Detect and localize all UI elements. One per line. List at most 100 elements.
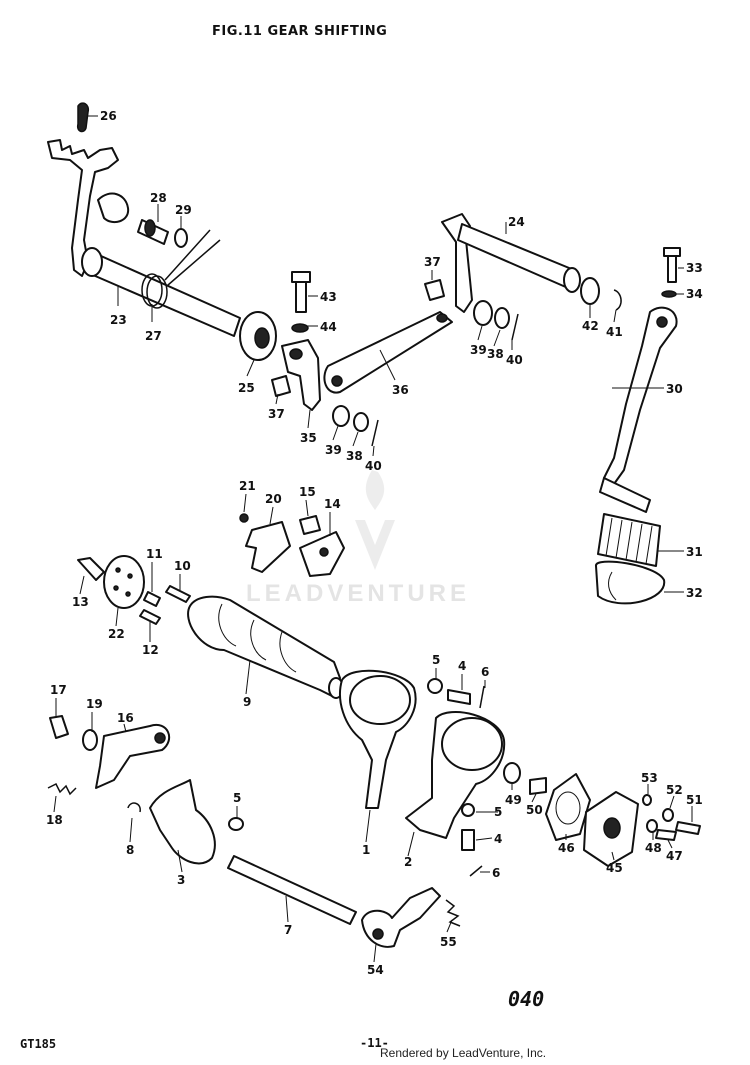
callout-41: 41	[606, 325, 623, 339]
part-48-washer	[646, 819, 658, 833]
callout-15: 15	[299, 485, 316, 499]
callout-39-upper: 39	[470, 343, 487, 357]
part-9-gear-shift-cam	[187, 595, 344, 699]
part-36-link-rod	[323, 311, 453, 394]
callout-5-upper: 5	[432, 653, 440, 667]
callout-35: 35	[300, 431, 317, 445]
callout-51: 51	[686, 793, 703, 807]
part-37-pin-left	[271, 375, 291, 397]
part-24-lever-shaft	[441, 213, 581, 313]
callout-13: 13	[72, 595, 89, 609]
part-3-shift-fork	[149, 779, 216, 865]
callout-1: 1	[362, 843, 370, 857]
callout-9: 9	[243, 695, 251, 709]
callout-24: 24	[508, 215, 525, 229]
part-7-shaft	[227, 855, 357, 925]
callout-49: 49	[505, 793, 522, 807]
part-4-pin-upper	[447, 689, 471, 705]
part-23-gearshift-shaft	[47, 139, 241, 337]
callout-37-right: 37	[424, 255, 441, 269]
callout-26: 26	[100, 109, 117, 123]
render-credit: Rendered by LeadVenture, Inc.	[380, 1046, 547, 1060]
part-21-circlip	[239, 513, 249, 523]
callout-6-upper: 6	[481, 665, 489, 679]
part-11-pin	[143, 591, 161, 607]
part-4-pin-lower	[461, 829, 475, 851]
callout-22: 22	[108, 627, 125, 641]
callout-2: 2	[404, 855, 412, 869]
part-13-screw	[77, 557, 105, 581]
callout-33: 33	[686, 261, 703, 275]
callout-32: 32	[686, 586, 703, 600]
part-8-circlip	[127, 802, 141, 813]
callout-4-lower: 4	[494, 832, 502, 846]
callout-5-left: 5	[233, 791, 241, 805]
callout-23: 23	[110, 313, 127, 327]
callout-55: 55	[440, 935, 457, 949]
part-33-bolt	[663, 247, 681, 283]
part-53-screw	[642, 794, 652, 806]
part-22-cam-stopper-plate	[103, 555, 145, 609]
callout-46: 46	[558, 841, 575, 855]
part-30-gear-shift-lever	[599, 306, 678, 513]
callout-54: 54	[367, 963, 384, 977]
part-43-bolt	[291, 271, 311, 313]
callout-5-lower: 5	[494, 805, 502, 819]
part-39-38-40-washers-lower	[332, 405, 379, 447]
callout-8: 8	[126, 843, 134, 857]
part-55-spring	[445, 899, 461, 927]
part-16-stopper-arm	[95, 723, 171, 789]
callout-11: 11	[146, 547, 163, 561]
part-26-spring-pin	[76, 102, 90, 133]
callout-12: 12	[142, 643, 159, 657]
callout-36: 36	[392, 383, 409, 397]
part-42-washer	[580, 277, 600, 305]
callout-43: 43	[320, 290, 337, 304]
part-5-roller-lower	[461, 803, 475, 817]
callout-29: 29	[175, 203, 192, 217]
callout-34: 34	[686, 287, 703, 301]
part-39-38-40-washers-upper	[473, 300, 519, 341]
plate-number: 040	[508, 987, 545, 1011]
callout-20: 20	[265, 492, 282, 506]
callout-14: 14	[324, 497, 341, 511]
watermark-logo	[355, 470, 395, 570]
part-20-stopper-plate	[245, 521, 291, 573]
part-25-oil-seal	[239, 311, 277, 361]
part-41-circlip	[613, 289, 622, 311]
part-52-oring	[662, 808, 674, 822]
part-47-screw	[655, 829, 677, 841]
part-46-gasket	[545, 773, 591, 841]
callout-16: 16	[117, 711, 134, 725]
part-34-washer	[661, 290, 677, 298]
model-code: GT185	[20, 1037, 57, 1051]
callout-47: 47	[666, 849, 683, 863]
part-15-bolt	[299, 515, 321, 535]
part-6-cotter-upper	[479, 685, 485, 709]
leader-lines	[53, 115, 693, 963]
part-12-pin	[139, 609, 161, 625]
part-5-roller-left	[228, 817, 244, 831]
part-28-bolt	[137, 219, 169, 245]
part-35-arm	[281, 339, 321, 411]
callout-37-left: 37	[268, 407, 285, 421]
part-6-cotter-lower	[469, 865, 483, 877]
figure-title: FIG.11 GEAR SHIFTING	[212, 24, 388, 39]
part-17-bolt	[49, 715, 69, 739]
callout-39-lower: 39	[325, 443, 342, 457]
callout-27: 27	[145, 329, 162, 343]
callout-50: 50	[526, 803, 543, 817]
callout-10: 10	[174, 559, 191, 573]
part-54-shift-arm	[361, 887, 441, 948]
part-31-lever-rubber	[597, 513, 661, 567]
part-19-washer	[82, 729, 98, 751]
part-10-pin	[165, 585, 191, 603]
callout-38-upper: 38	[487, 347, 504, 361]
callout-48: 48	[645, 841, 662, 855]
callout-44: 44	[320, 320, 337, 334]
callout-42: 42	[582, 319, 599, 333]
part-1-shift-fork	[339, 669, 417, 809]
callout-28: 28	[150, 191, 167, 205]
part-50-contact-pin	[529, 777, 547, 795]
